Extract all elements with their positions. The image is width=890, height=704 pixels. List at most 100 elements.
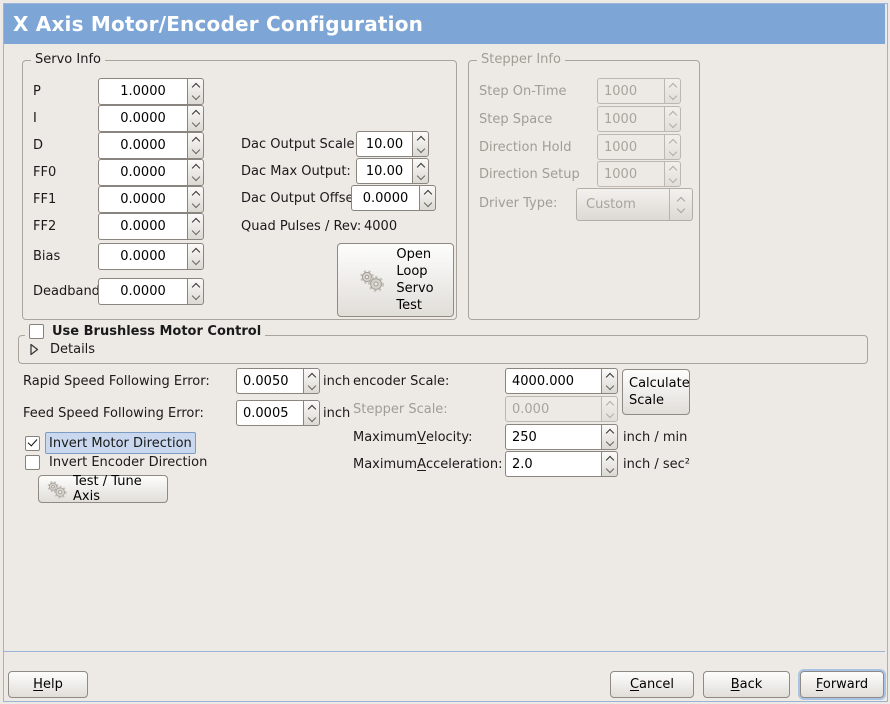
spin-up-icon[interactable] — [188, 187, 203, 200]
encoder-scale-spinbutton[interactable]: 4000.000 — [505, 368, 618, 394]
servo-gain-ff1-spinbutton[interactable]: 0.0000 — [98, 186, 204, 213]
spin-up-icon[interactable] — [602, 369, 617, 381]
spin-down-icon[interactable] — [602, 381, 617, 393]
spin-down-icon[interactable] — [602, 464, 617, 476]
help-button[interactable]: Help — [8, 671, 88, 698]
spin-up-icon[interactable] — [188, 160, 203, 173]
footer-separator — [4, 651, 885, 652]
servo-gain-ff0-spinbutton[interactable]: 0.0000 — [98, 159, 204, 186]
invert-encoder-direction-checkbox[interactable] — [25, 455, 40, 470]
spin-up-icon[interactable] — [602, 452, 617, 464]
test-tune-axis-label: Test / Tune Axis — [73, 474, 142, 504]
maximum-acceleration-spinbutton[interactable]: 2.0 — [505, 451, 618, 477]
dac-max-output-spinbutton[interactable]: 10.00 — [356, 158, 429, 184]
spin-down-icon[interactable] — [413, 171, 428, 183]
spin-up-icon[interactable] — [413, 132, 428, 144]
spin-down-icon[interactable] — [188, 227, 203, 240]
spin-up-icon[interactable] — [188, 79, 203, 92]
spin-up-icon[interactable] — [413, 159, 428, 171]
maximum-velocity-spinbutton[interactable]: 250 — [505, 424, 618, 450]
driver-type-value: Custom — [586, 197, 636, 212]
spin-down-icon[interactable] — [413, 144, 428, 156]
open-loop-servo-test-button[interactable]: Open Loop Servo Test — [337, 243, 454, 317]
combo-updown-icon — [669, 189, 692, 220]
servo-gain-deadband-input[interactable]: 0.0000 — [98, 278, 187, 305]
stepper-info-frame-title: Stepper Info — [477, 52, 565, 67]
servo-gain-bias-input[interactable]: 0.0000 — [98, 243, 187, 270]
calculate-scale-button[interactable]: Calculate Scale — [622, 369, 690, 415]
brushless-frame-title: Use Brushless Motor Control — [25, 324, 266, 339]
cancel-button[interactable]: Cancel — [610, 671, 694, 698]
spin-down-icon[interactable] — [420, 198, 435, 210]
test-tune-axis-button[interactable]: Test / Tune Axis — [38, 474, 168, 504]
spin-down-icon[interactable] — [188, 119, 203, 132]
spin-up-icon[interactable] — [188, 244, 203, 257]
invert-motor-direction-checkbox[interactable] — [25, 435, 40, 451]
back-button[interactable]: Back — [703, 671, 790, 698]
servo-gain-ff2-spinbutton[interactable]: 0.0000 — [98, 213, 204, 240]
rapid-following-error-label: Rapid Speed Following Error: — [23, 373, 210, 389]
servo-gain-ff0-input[interactable]: 0.0000 — [98, 159, 187, 186]
servo-gain-i-input[interactable]: 0.0000 — [98, 105, 187, 132]
spin-up-icon[interactable] — [602, 425, 617, 437]
servo-gain-deadband-spinbutton[interactable]: 0.0000 — [98, 278, 204, 305]
spin-up-icon[interactable] — [304, 401, 319, 413]
servo-gain-i-spinbutton[interactable]: 0.0000 — [98, 105, 204, 132]
spin-down-icon[interactable] — [188, 146, 203, 159]
servo-gain-bias-spinbutton[interactable]: 0.0000 — [98, 243, 204, 270]
servo-gain-p-input[interactable]: 1.0000 — [98, 78, 187, 105]
forward-label: Forward — [815, 677, 869, 692]
dac-output-scale-input[interactable]: 10.00 — [356, 131, 412, 157]
window-border — [3, 3, 888, 702]
feed-following-error-spinbutton[interactable]: 0.0005 — [236, 400, 320, 426]
dac-output-offset-input[interactable]: 0.0000 — [351, 185, 419, 211]
invert-motor-direction-row[interactable]: Invert Motor Direction — [25, 432, 196, 454]
spin-down-icon[interactable] — [188, 173, 203, 186]
servo-gain-p-spinbutton[interactable]: 1.0000 — [98, 78, 204, 105]
servo-gain-ff1-input[interactable]: 0.0000 — [98, 186, 187, 213]
maximum-velocity-input[interactable]: 250 — [505, 424, 601, 450]
spin-down-icon[interactable] — [188, 292, 203, 305]
dac-output-offset-spinbutton[interactable]: 0.0000 — [351, 185, 436, 211]
details-expander[interactable]: Details — [29, 342, 95, 357]
expander-triangle-icon — [29, 343, 39, 356]
servo-gain-d-spinbutton[interactable]: 0.0000 — [98, 132, 204, 159]
dac-output-scale-label: Dac Output Scale: — [241, 136, 359, 152]
spin-up-icon[interactable] — [188, 279, 203, 292]
spin-up-icon — [665, 135, 680, 147]
spin-down-icon[interactable] — [188, 257, 203, 270]
driver-type-combobox: Custom — [576, 188, 693, 221]
spin-down-icon[interactable] — [602, 437, 617, 449]
spin-up-icon[interactable] — [420, 186, 435, 198]
feed-following-error-input[interactable]: 0.0005 — [236, 400, 303, 426]
rapid-following-error-input[interactable]: 0.0050 — [236, 368, 303, 394]
spin-up-icon[interactable] — [188, 133, 203, 146]
details-label: Details — [50, 342, 96, 357]
servo-gain-label-bias: Bias — [33, 249, 61, 264]
dac-max-output-input[interactable]: 10.00 — [356, 158, 412, 184]
spin-up-icon[interactable] — [188, 214, 203, 227]
maximum-acceleration-input[interactable]: 2.0 — [505, 451, 601, 477]
spin-down-icon[interactable] — [188, 92, 203, 105]
spin-up-icon[interactable] — [188, 106, 203, 119]
spin-down-icon[interactable] — [304, 381, 319, 393]
spin-down-icon[interactable] — [188, 200, 203, 213]
spin-up-icon[interactable] — [304, 369, 319, 381]
servo-gain-label-p: P — [33, 84, 41, 99]
servo-gain-label-d: D — [33, 138, 44, 153]
spin-down-icon[interactable] — [304, 413, 319, 425]
spin-up-icon — [665, 107, 680, 119]
servo-gain-d-input[interactable]: 0.0000 — [98, 132, 187, 159]
direction-setup-spinbutton: 1000 — [597, 161, 681, 187]
servo-gain-label-i: I — [33, 111, 37, 126]
forward-button[interactable]: Forward — [800, 671, 884, 698]
encoder-scale-input[interactable]: 4000.000 — [505, 368, 601, 394]
servo-gain-ff2-input[interactable]: 0.0000 — [98, 213, 187, 240]
step-space-input: 1000 — [597, 106, 664, 132]
invert-encoder-direction-row[interactable]: Invert Encoder Direction — [25, 455, 207, 470]
dac-output-scale-spinbutton[interactable]: 10.00 — [356, 131, 429, 157]
use-brushless-checkbox[interactable] — [29, 324, 44, 339]
servo-gain-label-ff1: FF1 — [33, 192, 57, 207]
quad-pulses-value: 4000 — [364, 218, 398, 234]
rapid-following-error-spinbutton[interactable]: 0.0050 — [236, 368, 320, 394]
